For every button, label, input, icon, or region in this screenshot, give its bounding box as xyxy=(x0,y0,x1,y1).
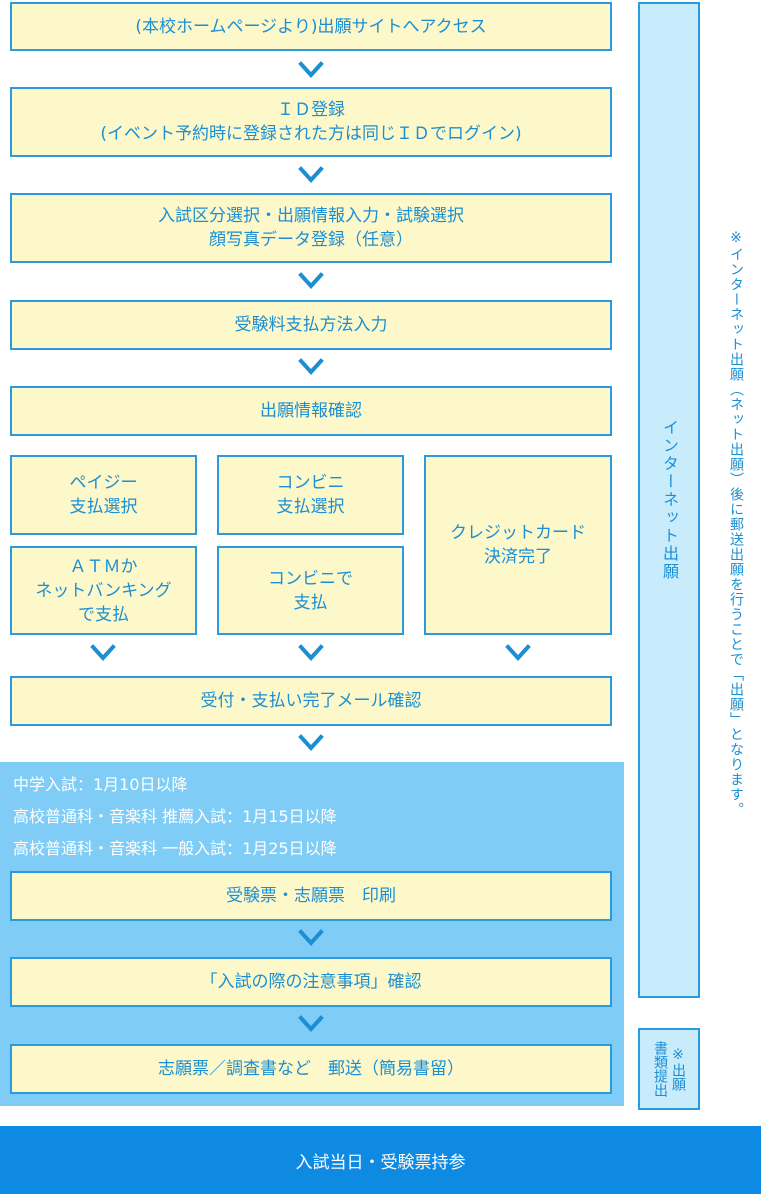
step-convenience-pay: コンビニで 支払 xyxy=(217,546,404,635)
internet-application-column: インターネット出願 xyxy=(638,2,700,998)
arrow-down-icon xyxy=(298,1014,324,1034)
arrow-down-icon xyxy=(298,643,324,663)
condition-junior-high: 中学入試：1月10日以降 xyxy=(13,775,188,794)
arrow-down-icon xyxy=(298,60,324,80)
step-mail-documents: 志願票／調査書など 郵送（簡易書留） xyxy=(10,1044,612,1094)
arrow-down-icon xyxy=(298,928,324,948)
internet-application-label: インターネット出願 xyxy=(660,419,679,581)
step-confirm-info-text: 出願情報確認 xyxy=(260,401,362,421)
step-print-ticket-text: 受験票・志願票 印刷 xyxy=(226,886,396,906)
arrow-down-icon xyxy=(505,643,531,663)
doc-label-line1: ※出願 xyxy=(670,1047,686,1091)
condition-high-general: 高校普通科・音楽科 一般入試：1月25日以降 xyxy=(13,839,337,858)
conv-pay-line1: コンビニで xyxy=(268,568,353,589)
step-exam-select: 入試区分選択・出願情報入力・試験選択 顔写真データ登録（任意） xyxy=(10,193,612,263)
credit-line2: 決済完了 xyxy=(484,547,552,567)
step-confirm-info: 出願情報確認 xyxy=(10,386,612,436)
pay-easy-line1: ペイジー xyxy=(69,473,138,493)
step-notes-confirm: 「入試の際の注意事項」確認 xyxy=(10,957,612,1007)
step-id-register-line2: (イベント予約時に登録された方は同じＩＤでログイン) xyxy=(100,124,522,144)
step-payment-method: 受験料支払方法入力 xyxy=(10,300,612,350)
conv-select-line2: 支払選択 xyxy=(276,497,345,517)
exam-day-bar: 入試当日・受験票持参 xyxy=(0,1126,761,1194)
step-receipt-mail-text: 受付・支払い完了メール確認 xyxy=(200,691,422,711)
pay-easy-line2: 支払選択 xyxy=(69,497,138,517)
step-mail-documents-text: 志願票／調査書など 郵送（簡易書留） xyxy=(158,1059,464,1079)
step-access-site-text: (本校ホームページより)出願サイトへアクセス xyxy=(135,16,487,37)
step-convenience-select: コンビニ 支払選択 xyxy=(217,455,404,535)
step-id-register-line1: ＩＤ登録 xyxy=(277,100,345,120)
step-exam-select-line2: 顔写真データ登録（任意） xyxy=(209,230,413,250)
step-print-ticket: 受験票・志願票 印刷 xyxy=(10,871,612,921)
arrow-down-icon xyxy=(298,733,324,753)
atm-pay-line1: ＡＴＭか xyxy=(69,556,138,577)
document-submission-box: ※出願 書類提出 xyxy=(638,1028,700,1110)
arrow-down-icon xyxy=(298,165,324,185)
side-note-text: ※インターネット出願（ネット出願）後に郵送出願を行うことで「出願」となります。 xyxy=(728,230,744,817)
conv-select-line1: コンビニ xyxy=(276,473,345,493)
step-credit-card: クレジットカード 決済完了 xyxy=(424,455,612,635)
arrow-down-icon xyxy=(298,357,324,377)
doc-label-line2: 書類提出 xyxy=(652,1041,668,1097)
arrow-down-icon xyxy=(298,271,324,291)
conv-pay-line2: 支払 xyxy=(293,592,328,613)
step-id-register: ＩＤ登録 (イベント予約時に登録された方は同じＩＤでログイン) xyxy=(10,87,612,157)
side-note: ※インターネット出願（ネット出願）後に郵送出願を行うことで「出願」となります。 xyxy=(720,230,752,817)
exam-day-text: 入試当日・受験票持参 xyxy=(295,1152,466,1173)
step-receipt-mail: 受付・支払い完了メール確認 xyxy=(10,676,612,726)
atm-pay-line3: で支払 xyxy=(78,604,129,625)
credit-line1: クレジットカード xyxy=(450,523,586,543)
step-access-site: (本校ホームページより)出願サイトへアクセス xyxy=(10,2,612,51)
step-atm-pay: ＡＴＭか ネットバンキング で支払 xyxy=(10,546,197,635)
step-exam-select-line1: 入試区分選択・出願情報入力・試験選択 xyxy=(158,206,464,226)
condition-high-recommend: 高校普通科・音楽科 推薦入試：1月15日以降 xyxy=(13,807,337,826)
arrow-down-icon xyxy=(90,643,116,663)
step-pay-easy-select: ペイジー 支払選択 xyxy=(10,455,197,535)
atm-pay-line2: ネットバンキング xyxy=(35,580,172,601)
step-payment-method-text: 受験料支払方法入力 xyxy=(234,315,388,335)
step-notes-confirm-text: 「入試の際の注意事項」確認 xyxy=(200,972,422,992)
